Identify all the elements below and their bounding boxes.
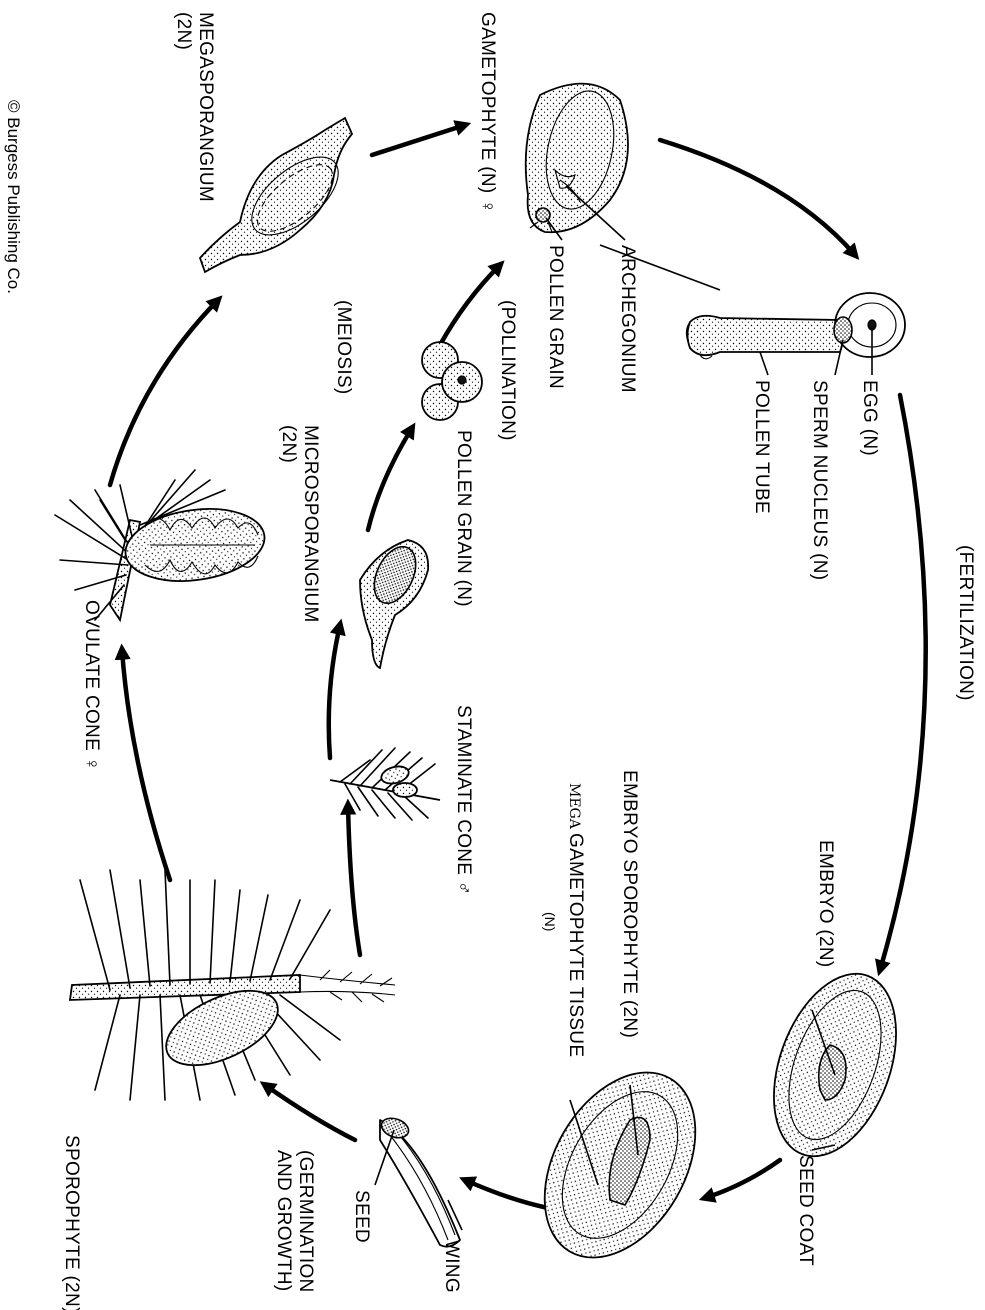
microsporangium-illustration [360, 540, 428, 668]
label-germination-line1: (GERMINATION [295, 1150, 316, 1293]
label-embryo: EMBRYO (2N) [815, 840, 836, 968]
arrow-gametophyte-to-pollentube [660, 140, 855, 255]
label-pollen-grain-top: POLLEN GRAIN [545, 245, 566, 389]
label-egg: EGG (N) [859, 380, 880, 456]
arrow-megasporangium-to-gametophyte [372, 125, 465, 155]
label-sporophyte: SPOROPHYTE (2N) [61, 1135, 82, 1310]
label-megagametophyte-prefix: MEGA [566, 783, 582, 830]
label-microsporangium-line1: MICROSPORANGIUM [300, 425, 321, 623]
label-ovulate-cone: OVULATE CONE ♀ [81, 600, 102, 771]
embryo-seed-illustration [751, 957, 919, 1173]
arrow-embryo-sporophyte-to-seed [465, 1180, 548, 1208]
arrow-pollination [440, 265, 500, 345]
gametophyte-illustration [526, 84, 628, 233]
arrow-seedcoat-to-embryo-sporophyte [705, 1160, 780, 1198]
label-gametophyte: GAMETOPHYTE (N) ♀ [477, 12, 498, 214]
label-megasporangium-line1: MEGASPORANGIUM [195, 12, 216, 202]
seed-illustration [379, 1115, 460, 1247]
label-seed: SEED [351, 1190, 372, 1243]
label-fertilization: (FERTILIZATION) [955, 545, 976, 701]
arrow-fertilization [880, 395, 926, 970]
ovulate-cone-illustration [55, 470, 269, 620]
arrow-sporophyte-to-staminate-cone [348, 805, 360, 955]
label-staminate-cone: STAMINATE CONE ♂ [453, 705, 474, 895]
label-megasporangium-line2: (2N) [173, 12, 194, 50]
sporophyte-illustration [70, 870, 395, 1100]
megasporangium-illustration [200, 118, 352, 272]
arrow-microsporangium-to-pollen-grain [368, 428, 412, 530]
arrow-sporophyte-to-ovulate-cone [122, 650, 170, 880]
label-microsporangium-line2: (2N) [278, 425, 299, 463]
embryo-sporophyte-seed-illustration [514, 1046, 727, 1284]
arrow-ovulate-cone-to-megasporangium [110, 300, 218, 485]
label-megagametophyte-tissue: GAMETOPHYTE TISSUE [565, 833, 586, 1057]
label-embryo-sporophyte: EMBRYO SPOROPHYTE (2N) [619, 770, 640, 1038]
label-sperm-nucleus: SPERM NUCLEUS (N) [809, 380, 830, 580]
arrow-germination [265, 1085, 355, 1140]
label-pollen-grain-n: POLLEN GRAIN (N) [453, 430, 474, 607]
label-copyright: © Burgess Publishing Co. [4, 100, 23, 294]
label-pollination: (POLLINATION) [497, 300, 518, 441]
arrow-staminate-cone-to-microsporangium [329, 625, 340, 758]
label-wing: WING [441, 1240, 462, 1293]
label-megagametophyte-ploidy: (N) [542, 912, 558, 931]
label-pollen-tube: POLLEN TUBE [751, 380, 772, 514]
label-meiosis: (MEIOSIS) [333, 300, 354, 395]
pollen-grain-illustration [422, 342, 482, 420]
label-archegonium: ARCHEGONIUM [617, 245, 638, 393]
label-seed-coat: SEED COAT [795, 1155, 816, 1266]
label-germination-line2: AND GROWTH) [273, 1150, 294, 1292]
